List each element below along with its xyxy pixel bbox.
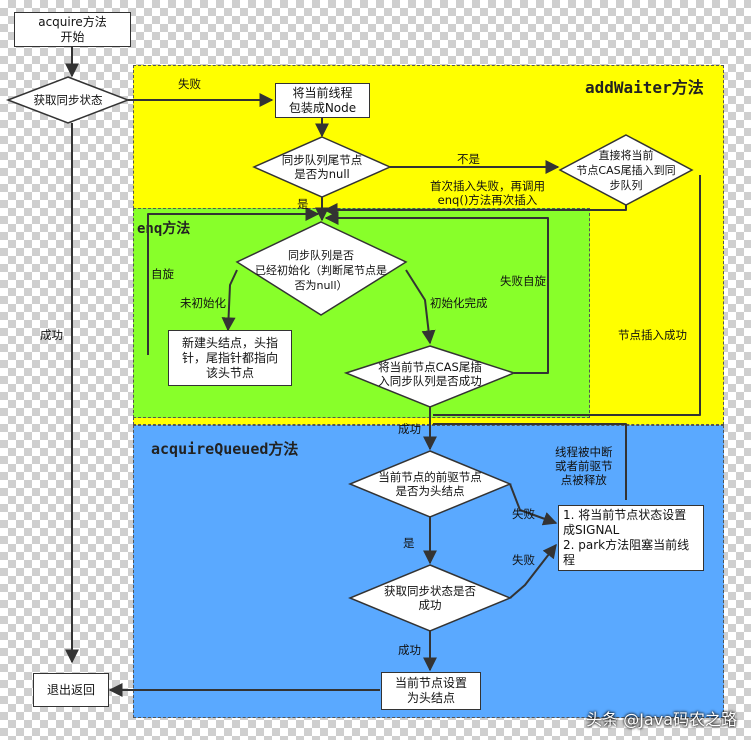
watermark: 头条 @Java码农之路 — [586, 710, 737, 729]
label-fail-get-state: 失败 — [178, 77, 201, 91]
label-fail-acquire: 失败 — [512, 553, 535, 567]
cas-tail-text: 将当前节点CAS尾插 入同步队列是否成功 — [378, 360, 482, 388]
label-fail-pred: 失败 — [512, 507, 535, 521]
label-init-done: 初始化完成 — [430, 296, 488, 310]
try-acquire-text: 获取同步状态是否 成功 — [384, 584, 476, 612]
label-self-spin: 自旋 — [151, 267, 174, 281]
label-not-initialized: 未初始化 — [180, 296, 226, 310]
pred-head-text: 当前节点的前驱节点 是否为头结点 — [378, 470, 482, 498]
label-yes-pred: 是 — [403, 536, 415, 550]
acquirequeued-title: acquireQueued方法 — [151, 440, 299, 458]
get-state-text: 获取同步状态 — [33, 93, 103, 107]
park-box: 1. 将当前节点状态设置 成SIGNAL 2. park方法阻塞当前线 程 — [558, 505, 704, 571]
label-node-insert-ok: 节点插入成功 — [618, 328, 687, 342]
label-success-acquire: 成功 — [398, 643, 421, 657]
label-first-insert-fail: 首次插入失败，再调用 enq()方法再次插入 — [430, 179, 545, 207]
start-node: acquire方法 开始 — [14, 12, 131, 47]
label-success-main: 成功 — [40, 328, 63, 342]
diamond-queue-init — [235, 221, 408, 316]
label-not-null: 不是 — [457, 152, 480, 166]
queue-init-text: 同步队列是否 已经初始化（判断尾节点是 否为null） — [255, 248, 387, 292]
addwaiter-title: addWaiter方法 — [585, 78, 704, 97]
set-head-box: 当前节点设置 为头结点 — [381, 672, 481, 710]
new-head-box: 新建头结点，头指 针，尾指针都指向 该头节点 — [168, 330, 292, 386]
label-success-enq: 成功 — [398, 422, 421, 436]
diamond-get-state — [5, 76, 131, 124]
exit-box: 退出返回 — [33, 673, 109, 707]
insert-tail-text: 直接将当前 节点CAS尾插入到同 步队列 — [576, 148, 676, 192]
label-interrupted: 线程被中断 或者前驱节 点被释放 — [555, 445, 613, 487]
tail-null-text: 同步队列尾节点 是否为null — [281, 153, 363, 181]
label-is-null: 是 — [297, 197, 309, 211]
label-fail-spin: 失败自旋 — [500, 274, 546, 288]
wrap-node-box: 将当前线程 包装成Node — [275, 83, 370, 118]
enq-title: enq方法 — [137, 221, 191, 237]
